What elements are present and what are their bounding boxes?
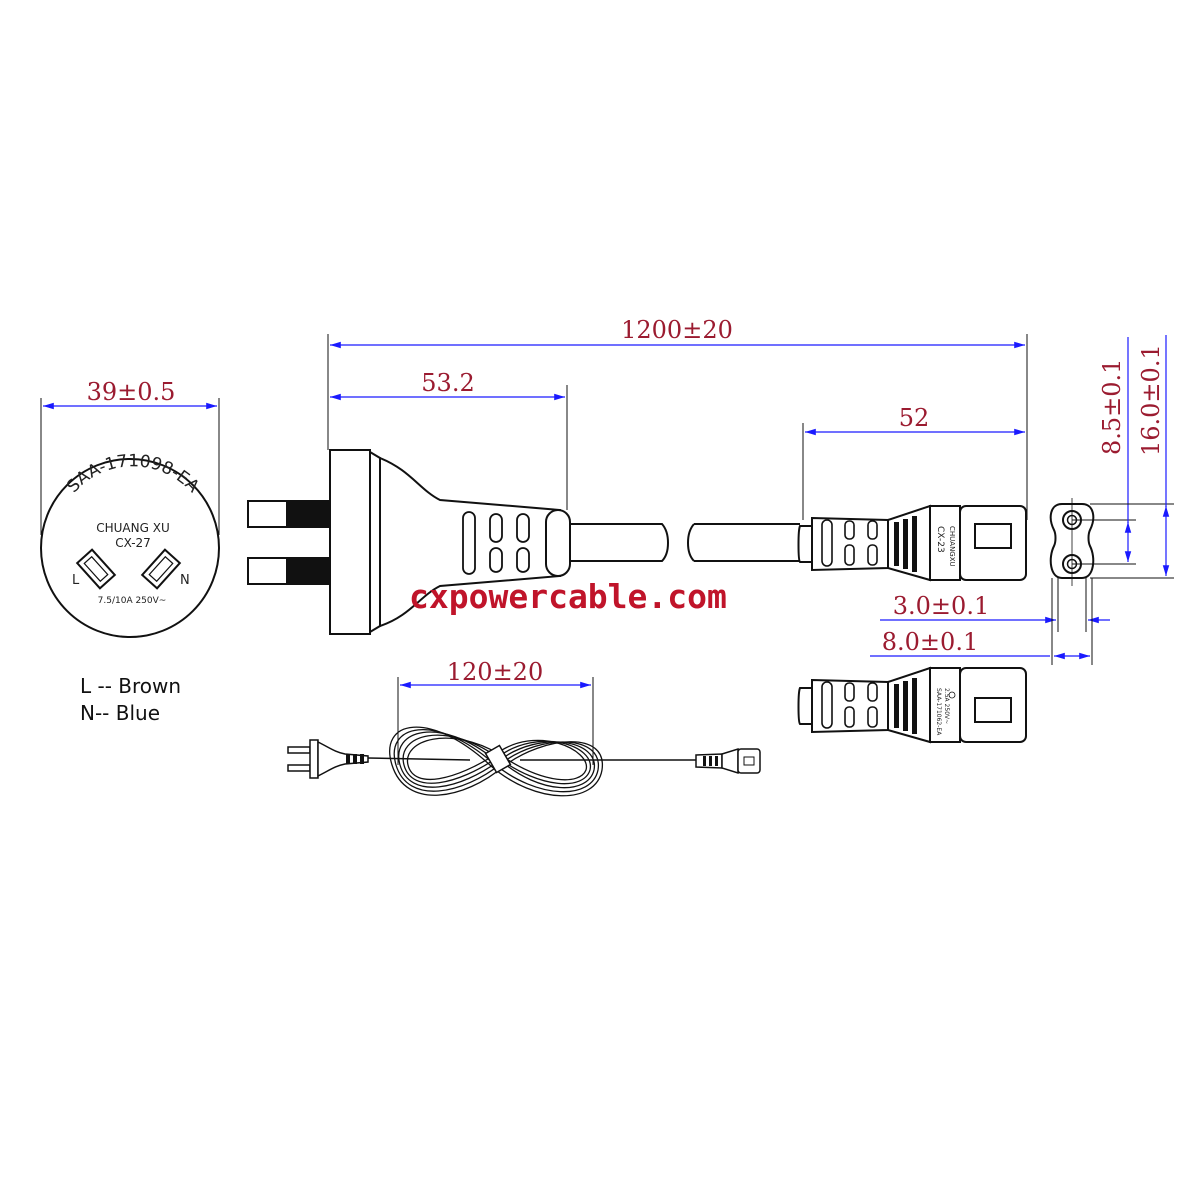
plug-face-pin-n-label: N bbox=[180, 573, 190, 588]
plug-face-view: SAA-171098-EA CHUANG XU CX-27 L N 7.5/10… bbox=[40, 451, 220, 638]
dimension-pin-spacing-outer-label: 16.0±0.1 bbox=[1137, 344, 1165, 456]
watermark: cxpowercable.com bbox=[409, 577, 727, 616]
connector-top-fins bbox=[894, 516, 917, 572]
dimension-pin-spacing-outer: 16.0±0.1 bbox=[1090, 335, 1174, 579]
legend-line-wire: L -- Brown bbox=[80, 674, 181, 698]
cable-left-segment bbox=[570, 523, 669, 562]
connector-top-head bbox=[959, 505, 1027, 581]
plug-flange bbox=[329, 449, 371, 635]
dimension-total-length: 1200±20 bbox=[327, 316, 1028, 520]
dimension-total-length-label: 1200±20 bbox=[621, 316, 733, 344]
dimension-face-width: 39±0.5 bbox=[40, 378, 220, 535]
dimension-coil-length: 120±20 bbox=[397, 658, 594, 765]
connector-model: CX-23 bbox=[935, 526, 945, 553]
dimension-plug-length-label: 53.2 bbox=[421, 369, 474, 397]
dimension-plug-length: 53.2 bbox=[330, 369, 568, 510]
connector-top-view: CX-23 CHUANGXU bbox=[797, 504, 1027, 582]
plug-face-brand: CHUANG XU bbox=[96, 521, 170, 535]
connector-back-text-2: 2.5A 250V~ bbox=[943, 688, 950, 724]
plug-face-certification: SAA-171098-EA bbox=[63, 451, 203, 497]
certification-mark-icon bbox=[948, 691, 956, 699]
dimension-coil-length-label: 120±20 bbox=[447, 658, 543, 686]
dimension-pin-spacing-inner: 8.5±0.1 bbox=[1072, 337, 1136, 565]
connector-brand: CHUANGXU bbox=[948, 526, 956, 567]
plug-face-pin-l-label: L bbox=[72, 573, 80, 588]
wire-color-legend: L -- Brown N-- Blue bbox=[80, 674, 181, 725]
plug-face-outline bbox=[40, 458, 220, 638]
dimension-pin-spacing-inner-label: 8.5±0.1 bbox=[1098, 359, 1126, 455]
dimension-connector-width-label: 8.0±0.1 bbox=[882, 628, 978, 656]
dimension-connector-width: 8.0±0.1 bbox=[870, 578, 1093, 665]
connector-top-ribs bbox=[821, 519, 878, 567]
plug-side-view bbox=[247, 449, 800, 635]
connector-bottom-view: SAA-171062-EA 2.5A 250V~ bbox=[797, 666, 1027, 744]
cable-right-segment bbox=[687, 523, 800, 562]
plug-strain-relief bbox=[545, 509, 571, 577]
plug-pin-bottom bbox=[247, 557, 331, 585]
connector-face-view bbox=[1049, 498, 1095, 586]
dimension-face-width-label: 39±0.5 bbox=[87, 378, 176, 406]
dimension-connector-length: 52 bbox=[802, 404, 1025, 520]
plug-grip-ribs bbox=[462, 511, 530, 575]
coiled-cord-overview bbox=[287, 726, 761, 797]
plug-face-pin-left bbox=[75, 548, 117, 590]
connector-back-text-1: SAA-171062-EA bbox=[935, 688, 942, 736]
plug-face-pin-right bbox=[140, 548, 182, 590]
dimension-pin-diameter-label: 3.0±0.1 bbox=[893, 592, 989, 620]
legend-neutral-wire: N-- Blue bbox=[80, 701, 160, 725]
dimension-pin-diameter: 3.0±0.1 bbox=[880, 578, 1110, 632]
plug-face-rating: 7.5/10A 250V~ bbox=[98, 596, 167, 606]
plug-face-model: CX-27 bbox=[115, 536, 151, 550]
plug-pin-top bbox=[247, 500, 331, 528]
dimension-connector-length-label: 52 bbox=[899, 404, 930, 432]
